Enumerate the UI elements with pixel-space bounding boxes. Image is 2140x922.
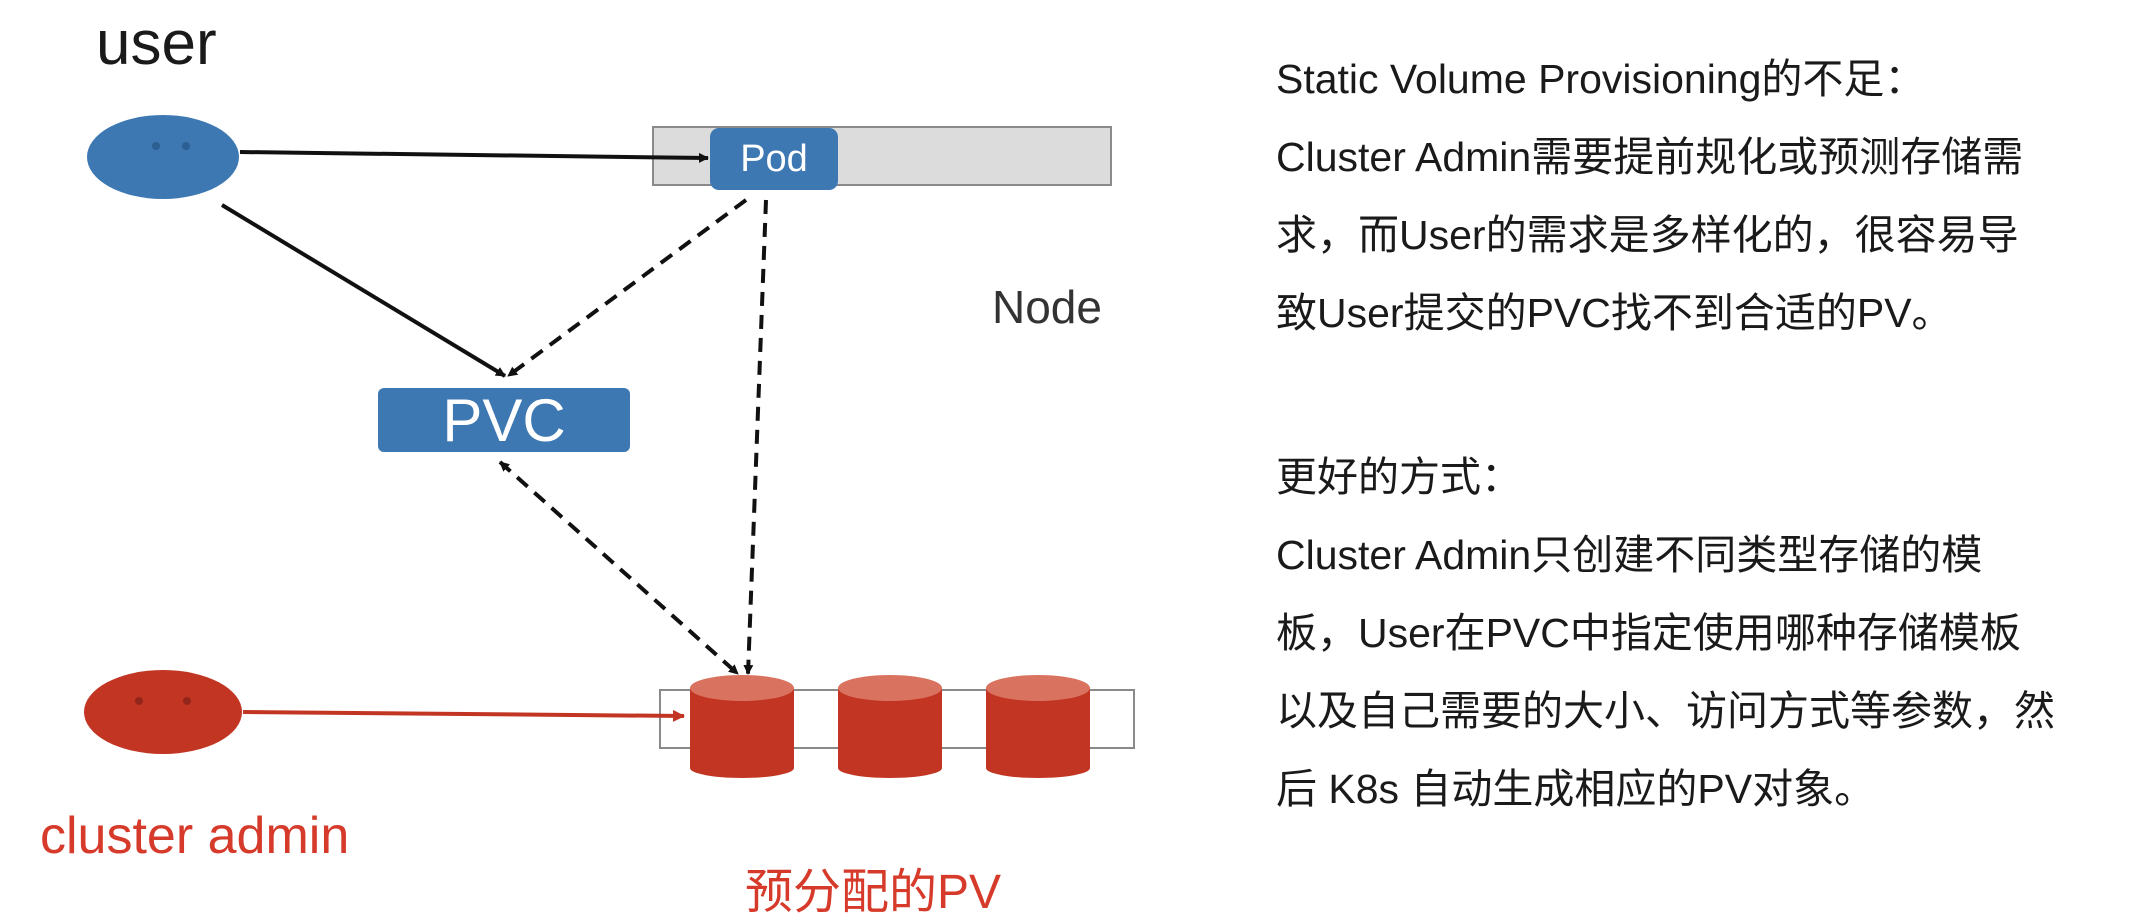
preallocated-pv-label: 预分配的PV <box>745 866 1002 919</box>
text-line: 致User提交的PVC找不到合适的PV。 <box>1276 290 1953 336</box>
text-line: 板，User在PVC中指定使用哪种存储模板 <box>1276 610 2021 656</box>
arrow-user-to-pvc <box>220 203 507 378</box>
static-provisioning-text: Static Volume Provisioning的不足： Cluster A… <box>1276 40 2136 352</box>
static-provisioning-heading: Static Volume Provisioning的不足： <box>1276 56 1926 102</box>
arrow-admin-to-pv <box>242 709 685 722</box>
node-label: Node <box>992 281 1102 333</box>
text-line: 后 K8s 自动生成相应的PV对象。 <box>1276 766 1876 812</box>
arrow-user-to-pod <box>239 150 709 163</box>
user-avatar-icon <box>87 115 239 199</box>
pv-cylinder-icon <box>986 675 1090 778</box>
pod-box: Pod <box>710 128 838 190</box>
pv-cylinder-icon <box>690 675 794 778</box>
text-line: Cluster Admin需要提前规化或预测存储需 <box>1276 134 2024 180</box>
text-line: Cluster Admin只创建不同类型存储的模 <box>1276 532 1983 578</box>
pvc-box: PVC <box>378 387 630 454</box>
arrow-pod-to-pvc <box>506 198 748 378</box>
arrow-pod-to-pv <box>743 199 768 675</box>
text-line: 求，而User的需求是多样化的，很容易导 <box>1276 212 2019 258</box>
better-approach-heading: 更好的方式： <box>1276 454 1522 500</box>
text-line: 以及自己需要的大小、访问方式等参数，然 <box>1276 688 2055 734</box>
cluster-admin-label: cluster admin <box>40 807 350 865</box>
admin-avatar-icon <box>84 670 242 754</box>
pv-cylinder-icon <box>838 675 942 778</box>
user-label: user <box>96 9 217 78</box>
arrow-pvc-to-pv <box>498 460 740 676</box>
better-approach-text: 更好的方式： Cluster Admin只创建不同类型存储的模 板，User在P… <box>1276 438 2136 828</box>
